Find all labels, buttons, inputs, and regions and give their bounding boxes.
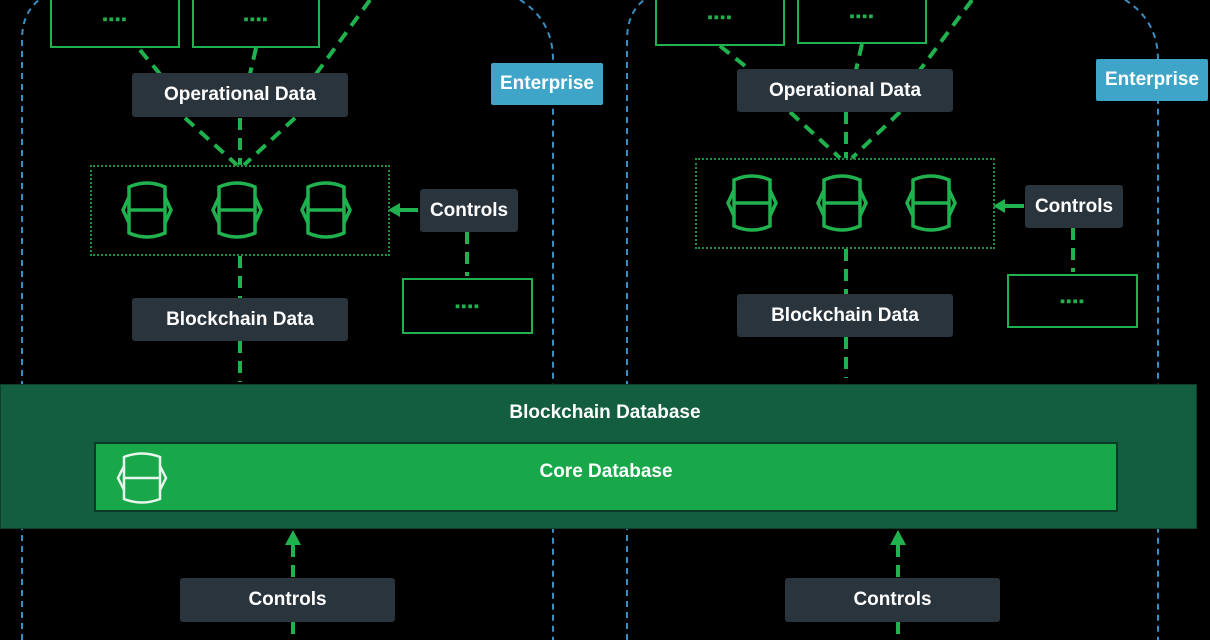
right-panel-outline-right xyxy=(1123,0,1159,640)
right-blockchain-data: Blockchain Data xyxy=(737,294,953,337)
left-top-box-1: ▪▪▪▪ xyxy=(50,0,180,48)
database-icon xyxy=(116,452,168,504)
core-database-title: Core Database xyxy=(539,461,673,482)
left-top-box-2: ▪▪▪▪ xyxy=(192,0,320,48)
database-icon xyxy=(816,174,868,232)
database-icon xyxy=(300,181,352,239)
left-node-group xyxy=(90,165,390,256)
left-operational-data: Operational Data xyxy=(132,73,348,117)
right-top-box-2: ▪▪▪▪ xyxy=(797,0,927,44)
database-icon xyxy=(905,174,957,232)
right-operational-data: Operational Data xyxy=(737,69,953,112)
bottom-left-controls: Controls xyxy=(180,578,395,622)
left-admin-box: ▪▪▪▪ xyxy=(402,278,533,334)
right-top-box-1: ▪▪▪▪ xyxy=(655,0,785,46)
left-bottom-arrowhead xyxy=(285,530,301,545)
right-bottom-arrowhead xyxy=(890,530,906,545)
bottom-right-controls: Controls xyxy=(785,578,1000,622)
right-controls-arrowhead xyxy=(993,199,1005,213)
right-enterprise-badge: Enterprise xyxy=(1096,59,1208,101)
database-icon xyxy=(121,181,173,239)
right-panel-outline xyxy=(626,0,646,640)
left-controls: Controls xyxy=(420,189,518,232)
right-node-group xyxy=(695,158,995,249)
left-panel-outline xyxy=(21,0,41,640)
left-blockchain-data: Blockchain Data xyxy=(132,298,348,341)
right-admin-box: ▪▪▪▪ xyxy=(1007,274,1138,328)
database-icon xyxy=(726,174,778,232)
database-icon xyxy=(211,181,263,239)
right-controls: Controls xyxy=(1025,185,1123,228)
blockchain-database-title: Blockchain Database xyxy=(509,402,701,423)
left-panel-outline-right xyxy=(518,0,554,640)
left-controls-arrowhead xyxy=(388,203,400,217)
left-enterprise-badge: Enterprise xyxy=(491,63,603,105)
core-database-block xyxy=(94,442,1118,512)
